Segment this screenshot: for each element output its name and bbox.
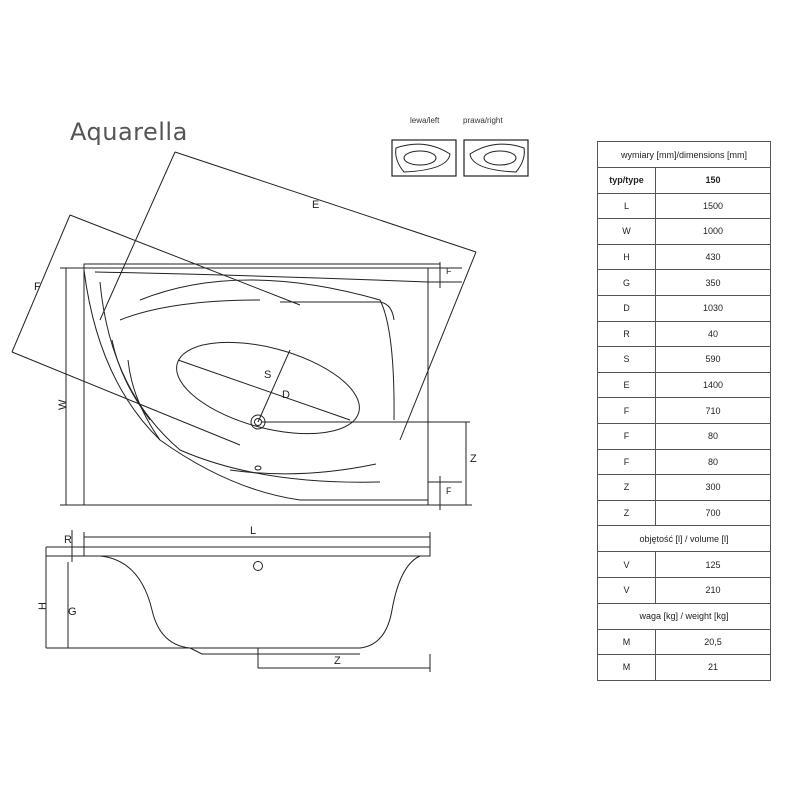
type-label: typ/type bbox=[597, 167, 656, 194]
variant-right-label: prawa/right bbox=[463, 116, 503, 125]
label-D: D bbox=[282, 389, 290, 401]
label-F1: F bbox=[446, 266, 452, 276]
label-H: H bbox=[37, 602, 49, 610]
label-R: R bbox=[64, 534, 72, 546]
volume-header: objętość [l] / volume [l] bbox=[597, 525, 771, 553]
label-W: W bbox=[57, 399, 69, 410]
label-Z2: Z bbox=[334, 655, 341, 667]
label-F: F bbox=[34, 281, 41, 293]
weight-header: waga [kg] / weight [kg] bbox=[597, 602, 771, 630]
label-G: G bbox=[68, 606, 77, 618]
top-view bbox=[11, 151, 477, 510]
label-Z1: Z bbox=[470, 453, 477, 465]
label-F2: F bbox=[446, 486, 452, 496]
label-L: L bbox=[250, 525, 256, 537]
dimensions-header: wymiary [mm]/dimensions [mm] bbox=[597, 141, 771, 168]
type-value: 150 bbox=[655, 167, 771, 194]
label-S: S bbox=[264, 369, 271, 381]
label-E: E bbox=[312, 199, 319, 211]
variant-left-icon bbox=[391, 139, 457, 177]
variant-left-label: lewa/left bbox=[410, 116, 440, 125]
variant-right-icon bbox=[463, 139, 529, 177]
dimensions-table: wymiary [mm]/dimensions [mm] typ/type 15… bbox=[597, 141, 771, 681]
side-view bbox=[45, 530, 431, 672]
product-title: Aquarella bbox=[70, 118, 188, 146]
